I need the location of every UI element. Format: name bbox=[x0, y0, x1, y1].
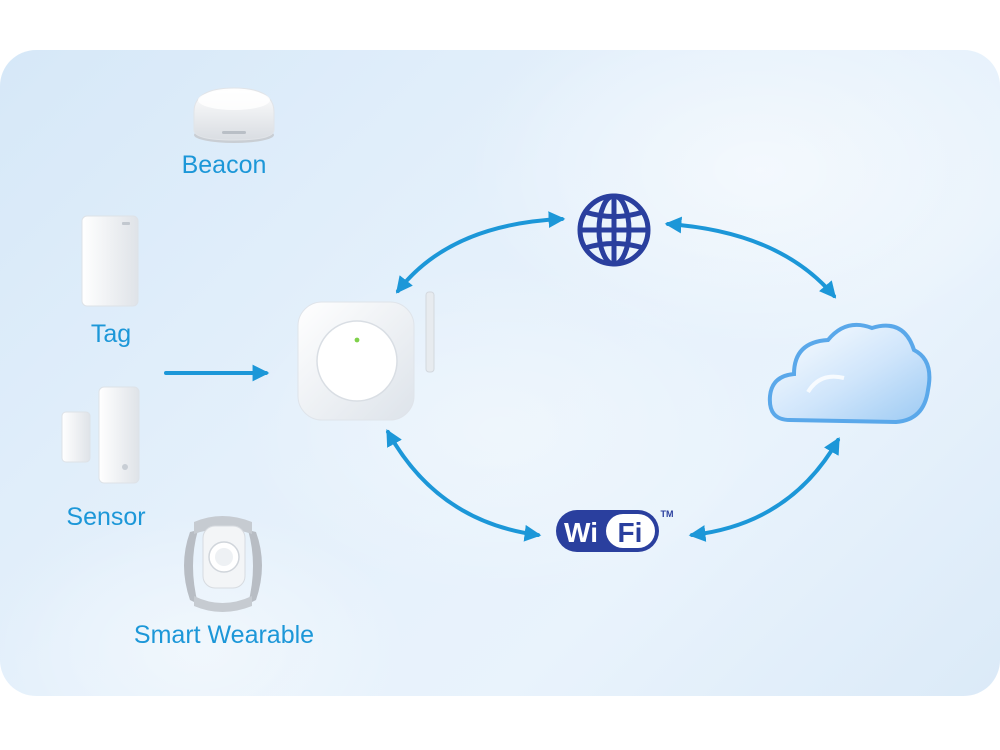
wifi-logo: Wi Fi TM bbox=[556, 509, 674, 552]
tag-icon bbox=[81, 215, 139, 307]
label-smart-wearable: Smart Wearable bbox=[133, 621, 315, 649]
globe-icon bbox=[577, 193, 651, 267]
label-beacon: Beacon bbox=[181, 151, 267, 179]
gateway-icon bbox=[297, 291, 435, 421]
arrow-wifi-cloud bbox=[688, 437, 840, 542]
arrow-globe-cloud bbox=[664, 216, 837, 299]
wifi-logo-fi: Fi bbox=[618, 517, 643, 548]
wearable-icon bbox=[184, 516, 262, 612]
cloud-icon bbox=[767, 323, 932, 425]
beacon-icon bbox=[193, 87, 275, 143]
label-sensor: Sensor bbox=[66, 503, 146, 531]
arrow-gateway-globe bbox=[395, 211, 566, 294]
arrow-gateway-wifi bbox=[386, 429, 542, 542]
label-tag: Tag bbox=[90, 320, 132, 348]
sensor-icon bbox=[61, 386, 140, 484]
wifi-logo-tm: TM bbox=[661, 509, 674, 519]
wifi-logo-wi: Wi bbox=[564, 517, 598, 548]
